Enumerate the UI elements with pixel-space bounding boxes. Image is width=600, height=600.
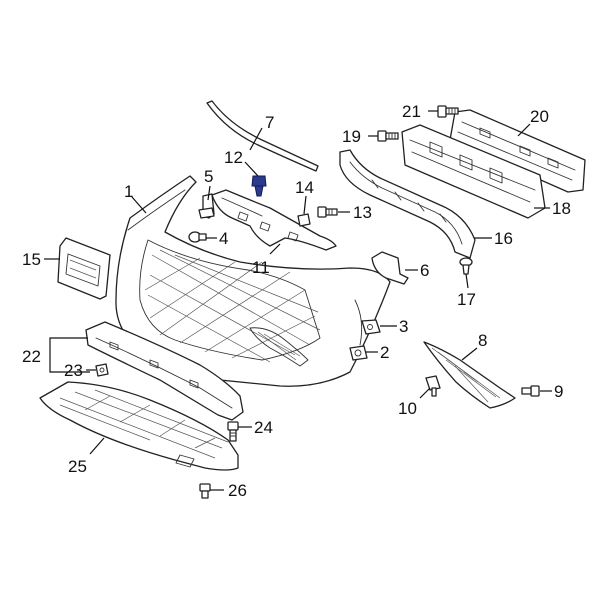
leader-lines — [44, 110, 552, 491]
callout-24[interactable]: 24 — [254, 418, 273, 437]
callout-21[interactable]: 21 — [402, 102, 421, 121]
part-2-nut[interactable] — [349, 345, 368, 361]
part-17-clip[interactable] — [459, 257, 473, 275]
part-14-clip[interactable] — [297, 213, 311, 227]
callout-11[interactable]: 11 — [252, 258, 270, 277]
leader-8 — [461, 347, 478, 361]
leader-17 — [465, 273, 469, 289]
part-11-upper-support[interactable] — [211, 189, 337, 251]
part-12-clip-highlighted[interactable] — [251, 175, 267, 197]
part-1-bumper-cover[interactable] — [115, 175, 391, 387]
part-6-side-bracket[interactable] — [371, 251, 409, 285]
callout-18[interactable]: 18 — [552, 199, 571, 218]
callout-15[interactable]: 15 — [22, 250, 41, 269]
callout-22[interactable]: 22 — [22, 347, 41, 366]
callout-1[interactable]: 1 — [124, 182, 133, 201]
leader-25 — [89, 437, 105, 455]
part-8-side-grille[interactable] — [423, 341, 516, 409]
callout-5[interactable]: 5 — [204, 167, 213, 186]
part-19-bolt[interactable] — [377, 130, 399, 142]
callout-23[interactable]: 23 — [64, 361, 83, 380]
leader-1 — [131, 196, 147, 214]
callout-7[interactable]: 7 — [265, 113, 274, 132]
part-21-bolt[interactable] — [437, 105, 459, 118]
leader-5 — [207, 185, 211, 201]
callout-13[interactable]: 13 — [353, 203, 372, 222]
callout-16[interactable]: 16 — [494, 229, 513, 248]
callout-9[interactable]: 9 — [554, 382, 563, 401]
leader-12 — [244, 161, 259, 177]
callout-14[interactable]: 14 — [295, 178, 314, 197]
leader-20 — [517, 123, 531, 137]
part-5-bracket[interactable] — [198, 193, 215, 219]
callout-labels: 1 2 3 4 5 6 7 8 9 10 11 12 13 14 15 16 1… — [22, 102, 571, 500]
callout-17[interactable]: 17 — [457, 290, 476, 309]
callout-26[interactable]: 26 — [228, 481, 247, 500]
callout-3[interactable]: 3 — [399, 317, 408, 336]
callout-19[interactable]: 19 — [342, 127, 361, 146]
part-24-bolt[interactable] — [227, 421, 239, 442]
leader-11 — [269, 243, 281, 255]
part-4-clip[interactable] — [188, 231, 207, 243]
callout-10[interactable]: 10 — [398, 399, 417, 418]
callout-2[interactable]: 2 — [380, 343, 389, 362]
leader-14 — [303, 195, 307, 215]
part-15-license-plate-bracket[interactable] — [57, 237, 111, 300]
part-9-screw[interactable] — [521, 385, 540, 397]
part-7-upper-molding[interactable] — [206, 100, 319, 172]
part-23-clip[interactable] — [95, 363, 109, 377]
leader-10 — [419, 387, 431, 399]
part-10-clip[interactable] — [425, 375, 441, 397]
part-16-bumper-retainer[interactable] — [339, 149, 476, 259]
part-3-nut[interactable] — [361, 319, 381, 335]
leader-7 — [249, 127, 263, 151]
callout-25[interactable]: 25 — [68, 457, 87, 476]
part-25-undercover[interactable] — [39, 381, 239, 471]
callout-6[interactable]: 6 — [420, 261, 429, 280]
callout-8[interactable]: 8 — [478, 331, 487, 350]
part-13-bolt[interactable] — [317, 206, 338, 218]
callout-20[interactable]: 20 — [530, 107, 549, 126]
callout-12[interactable]: 12 — [224, 148, 243, 167]
callout-4[interactable]: 4 — [219, 229, 228, 248]
part-22-lower-support[interactable] — [85, 321, 244, 421]
leader-22 — [49, 337, 90, 373]
part-26-bolt[interactable] — [199, 483, 211, 499]
